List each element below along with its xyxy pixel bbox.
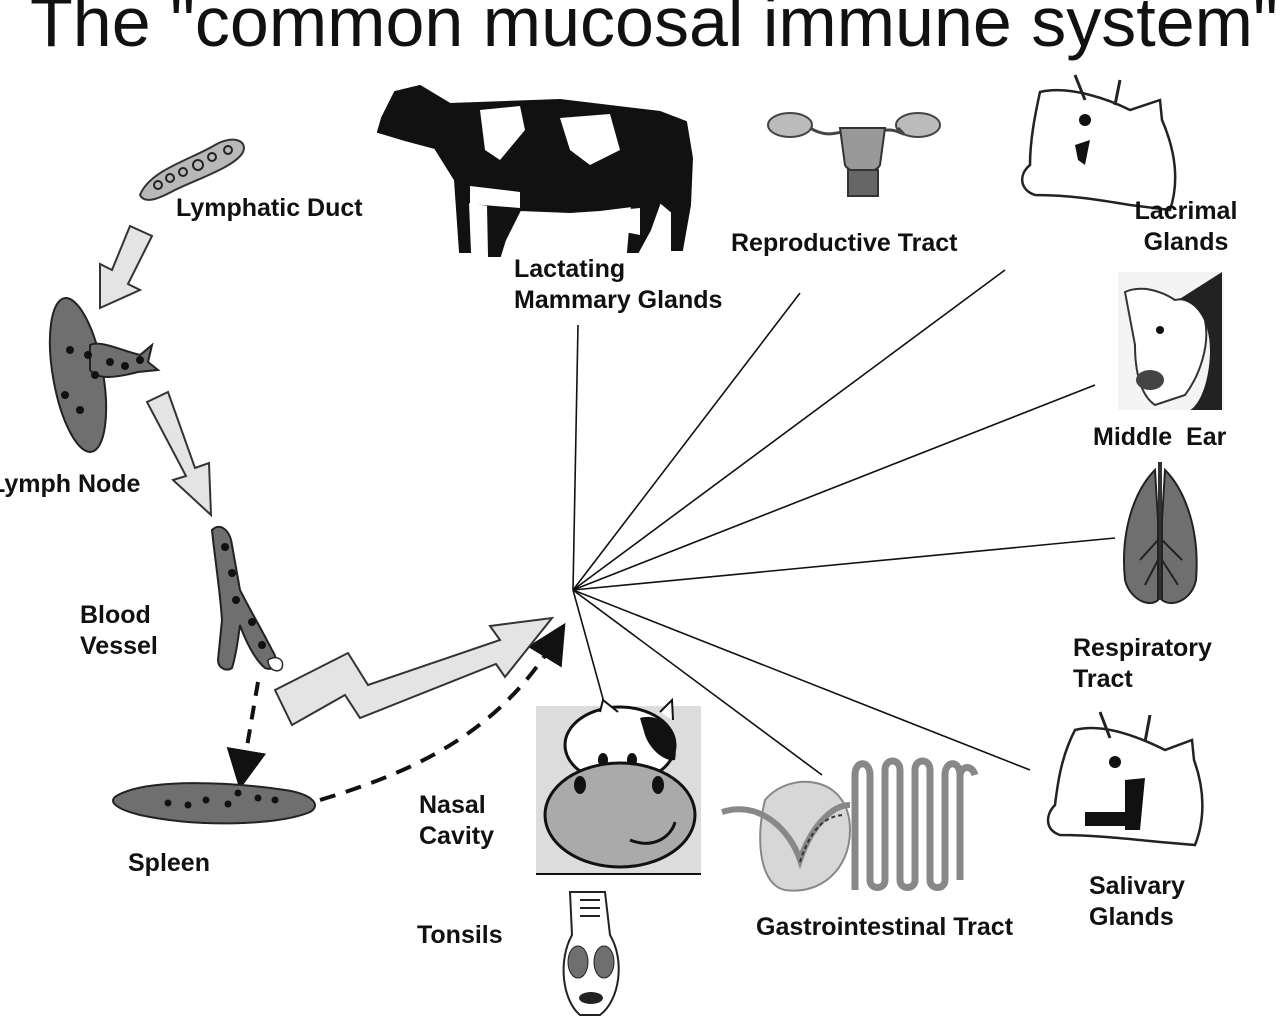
line-to-nasal bbox=[572, 589, 606, 707]
line-to-mammary bbox=[572, 324, 579, 591]
lymph-node-icon bbox=[48, 297, 161, 453]
label-respiratory-tract: Respiratory Tract bbox=[1073, 634, 1212, 693]
arrow-node-to-vessel bbox=[145, 390, 213, 518]
dashed-arrow-vessel-to-spleen bbox=[226, 681, 267, 790]
label-spleen: Spleen bbox=[128, 849, 210, 877]
line-to-salivary bbox=[572, 589, 1031, 771]
slide-title: The "common mucosal immune system" bbox=[30, 0, 1277, 61]
lungs-icon bbox=[1123, 462, 1198, 605]
arrow-duct-to-node bbox=[99, 224, 154, 310]
line-to-respiratory bbox=[572, 537, 1116, 591]
label-nasal-cavity: Nasal Cavity bbox=[419, 791, 495, 850]
cow-head-icon bbox=[1046, 711, 1204, 847]
label-lacrimal-glands: Lacrimal Glands bbox=[1134, 197, 1238, 256]
intestine-icon bbox=[721, 757, 979, 892]
label-salivary-glands: Salivary Glands bbox=[1089, 872, 1185, 931]
throat-icon bbox=[562, 891, 620, 1016]
cow-face-icon bbox=[1118, 272, 1224, 410]
line-to-gastrointestinal bbox=[572, 589, 823, 776]
cartoon-cow-icon bbox=[536, 697, 701, 875]
cow-head-icon bbox=[1021, 74, 1177, 212]
line-to-middle-ear bbox=[572, 384, 1096, 591]
label-blood-vessel: Blood Vessel bbox=[80, 601, 158, 660]
label-lactating-mammary-glands: Lactating Mammary Glands bbox=[514, 255, 723, 314]
label-middle-ear: Middle Ear bbox=[1093, 423, 1227, 451]
line-to-lacrimal bbox=[572, 269, 1006, 591]
line-to-reproductive bbox=[572, 292, 801, 591]
label-lymphatic-duct: Lymphatic Duct bbox=[176, 194, 363, 222]
cow-icon bbox=[376, 84, 694, 257]
label-reproductive-tract: Reproductive Tract bbox=[731, 229, 958, 257]
blood-vessel-icon bbox=[210, 525, 284, 672]
lymphatic-duct-icon bbox=[138, 138, 245, 201]
connector-lines bbox=[572, 269, 1116, 776]
label-lymph-node: Lymph Node bbox=[0, 470, 141, 498]
label-gastrointestinal-tract: Gastrointestinal Tract bbox=[756, 913, 1014, 941]
arrow-vessel-to-hub bbox=[273, 616, 555, 727]
label-tonsils: Tonsils bbox=[417, 921, 503, 949]
uterus-icon bbox=[767, 112, 941, 197]
dashed-arrow-spleen-to-hub bbox=[319, 622, 566, 802]
spleen-icon bbox=[112, 782, 316, 825]
